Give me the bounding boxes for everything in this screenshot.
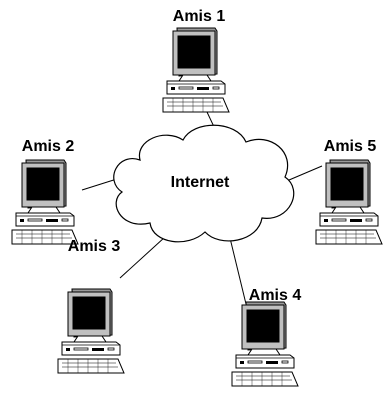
computer-label-amis-5: Amis 5 [324,138,377,155]
computer-label-amis-4: Amis 4 [249,287,302,304]
link-amis-3 [119,236,166,279]
cloud-icon: Internet [113,124,295,243]
computer-label-amis-2: Amis 2 [22,138,75,155]
computer-label-amis-3: Amis 3 [68,238,121,255]
desktop-computer-icon [162,27,230,113]
desktop-computer-icon [231,301,299,387]
computer-amis-5[interactable]: Amis 5 [315,138,383,245]
desktop-computer-icon [57,288,125,374]
desktop-computer-icon [11,159,79,245]
computer-amis-4[interactable]: Amis 4 [231,287,302,387]
link-amis-4 [229,237,247,305]
computer-amis-1[interactable]: Amis 1 [162,8,230,113]
cloud-label: Internet [171,174,230,191]
computer-label-amis-1: Amis 1 [173,8,226,25]
desktop-computer-icon [315,159,383,245]
computer-amis-2[interactable]: Amis 2 [11,138,79,245]
computer-amis-3[interactable]: Amis 3 [57,238,125,374]
